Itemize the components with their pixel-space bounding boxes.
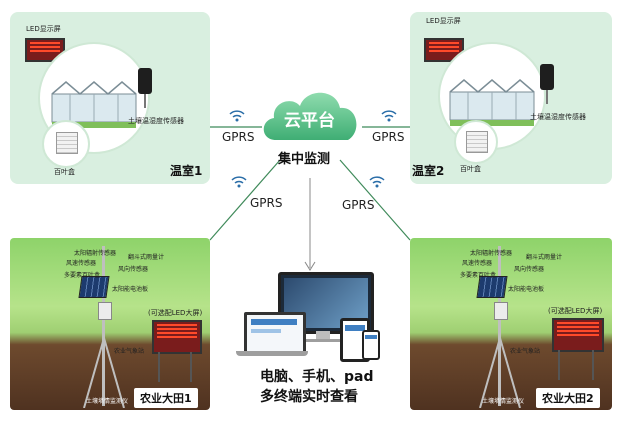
cloud-label: 云平台 — [284, 111, 335, 131]
station-box-icon — [494, 302, 508, 320]
led-screen-leg — [592, 350, 594, 380]
shelter-circle — [454, 120, 498, 164]
led-big-screen-icon — [552, 318, 604, 352]
cloud-icon — [263, 92, 357, 140]
greenhouse1-panel: LED显示屏 土壤温湿度传感器 百叶盒 温室1 — [10, 12, 210, 184]
center-label: 集中监测 — [278, 152, 331, 167]
monitor-stand — [316, 331, 330, 339]
field2-panel: 太阳辐射传感器 翻斗式雨量计 风速传感器 风向传感器 多要素百叶盒 太阳能电池板… — [410, 238, 612, 410]
field-label: 土壤墒情监测仪 — [482, 398, 525, 405]
field2-title: 农业大田2 — [536, 388, 600, 408]
solar-panel-icon — [476, 276, 508, 298]
field-label: 太阳能电池板 — [508, 286, 545, 293]
led-display-label: LED显示屏 — [26, 25, 61, 33]
field-label: 风向传感器 — [514, 266, 545, 273]
field-label: 农业气象站 — [114, 348, 145, 355]
greenhouse-circle — [38, 42, 150, 154]
laptop-icon — [244, 312, 306, 354]
station-box-icon — [98, 302, 112, 320]
phone-screen-bar — [365, 335, 377, 339]
shelter-icon — [56, 132, 78, 154]
tripod-icon — [83, 338, 125, 408]
led-big-screen-icon — [152, 320, 202, 354]
gprs-label-field1: GPRS — [250, 196, 283, 210]
soil-sensor-icon — [540, 64, 554, 90]
laptop-screen-bar — [251, 319, 297, 325]
gprs-label-greenhouse2: GPRS — [372, 130, 405, 144]
laptop-screen-bar — [251, 329, 281, 333]
greenhouse1-title: 温室1 — [170, 164, 203, 178]
greenhouse-icon — [51, 81, 137, 128]
gprs-label-field2: GPRS — [342, 198, 375, 212]
wifi-icon — [369, 176, 385, 188]
field-label: 风速传感器 — [66, 260, 97, 267]
wifi-icon — [229, 110, 245, 122]
link-field2 — [339, 159, 411, 241]
field-label: 太阳辐射传感器 — [470, 250, 513, 257]
arrow-head — [304, 261, 316, 271]
shelter-label: 百叶盒 — [54, 168, 75, 176]
led-screen-leg — [190, 352, 192, 382]
led-screen-leg — [558, 350, 560, 380]
wifi-icon — [381, 110, 397, 122]
terminals-line1: 电脑、手机、pad — [260, 369, 374, 385]
weather-station-pole — [102, 246, 105, 406]
wifi-icon — [231, 176, 247, 188]
tripod-icon — [479, 338, 521, 408]
shelter-icon — [466, 131, 488, 153]
link-field1 — [209, 159, 281, 241]
field1-title: 农业大田1 — [134, 388, 198, 408]
field-label: 土壤墒情监测仪 — [86, 398, 129, 405]
soil-sensor-icon — [138, 68, 152, 94]
field-label: 风速传感器 — [462, 260, 493, 267]
phone-icon — [362, 330, 380, 360]
field-label: 太阳辐射传感器 — [74, 250, 117, 257]
laptop-base — [236, 351, 308, 356]
shelter-label: 百叶盒 — [460, 165, 481, 173]
field-label: 翻斗式雨量计 — [128, 254, 165, 261]
greenhouse-icon — [449, 79, 535, 126]
soil-sensor-probe — [144, 94, 146, 108]
gprs-label-greenhouse1: GPRS — [222, 130, 255, 144]
tablet-screen-bar — [345, 325, 365, 331]
field-label: 多要素百叶盒 — [64, 272, 101, 279]
field-label: 翻斗式雨量计 — [526, 254, 563, 261]
field-label: 农业气象站 — [510, 348, 541, 355]
weather-station-pole — [498, 246, 501, 406]
led-option-note: (可选配LED大屏) — [548, 307, 603, 315]
field1-panel: 太阳辐射传感器 翻斗式雨量计 风速传感器 风向传感器 多要素百叶盒 太阳能电池板… — [10, 238, 210, 410]
soil-sensor-label: 土壤温湿度传感器 — [128, 117, 184, 125]
field-label: 风向传感器 — [118, 266, 149, 273]
led-option-note: (可选配LED大屏) — [148, 309, 203, 317]
greenhouse2-panel: LED显示屏 土壤温湿度传感器 百叶盒 温室2 — [410, 12, 612, 184]
soil-sensor-label: 土壤温湿度传感器 — [530, 113, 586, 121]
led-screen-leg — [158, 352, 160, 382]
shelter-circle — [42, 120, 90, 168]
soil-sensor-probe — [546, 90, 548, 104]
field-label: 多要素百叶盒 — [460, 272, 497, 279]
monitor-base — [304, 339, 342, 342]
led-display-label: LED显示屏 — [426, 17, 461, 25]
field-label: 太阳能电池板 — [112, 286, 149, 293]
greenhouse2-title: 温室2 — [412, 164, 445, 178]
solar-panel-icon — [78, 276, 110, 298]
terminals-line2: 多终端实时查看 — [260, 389, 358, 405]
